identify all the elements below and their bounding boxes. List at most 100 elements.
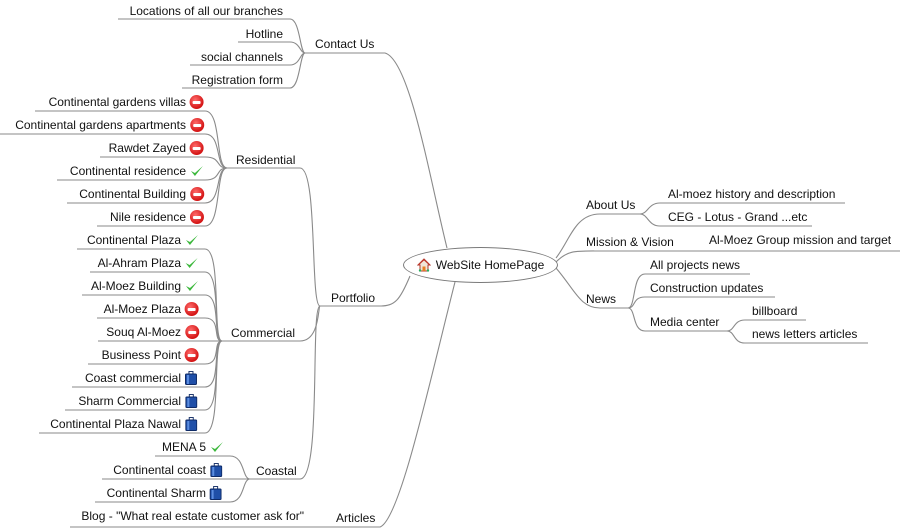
node-label: Business Point <box>101 348 181 362</box>
check-icon <box>185 279 199 293</box>
node-label: Continental Building <box>79 187 186 201</box>
node-residential-child[interactable]: Continental gardens apartments <box>15 118 204 132</box>
node-label: Coast commercial <box>84 371 181 385</box>
connector <box>182 52 306 89</box>
no-entry-icon <box>185 325 199 339</box>
connector <box>35 110 228 169</box>
connector <box>97 317 223 342</box>
node-commercial-child[interactable]: Souq Al-Moez <box>106 325 199 339</box>
node-label: Contact Us <box>315 37 375 51</box>
node-residential-child[interactable]: Continental residence <box>70 164 204 178</box>
node-about-child[interactable]: Al-moez history and description <box>668 187 835 201</box>
node-about-us[interactable]: About Us <box>586 198 635 212</box>
node-media-center[interactable]: Media center <box>650 315 719 329</box>
connector <box>100 156 228 169</box>
connector <box>627 307 727 332</box>
no-entry-icon <box>190 141 204 155</box>
node-label: Registration form <box>191 73 283 87</box>
node-label: Continental Sharm <box>106 486 206 500</box>
node-contact-us[interactable]: Contact Us <box>315 37 374 51</box>
node-commercial-child[interactable]: Al-Moez Building <box>91 279 199 293</box>
connector <box>250 305 321 480</box>
briefcase-icon <box>185 394 197 408</box>
node-articles[interactable]: Articles <box>336 511 375 525</box>
connector <box>726 330 868 344</box>
node-label: Blog - "What real estate customer ask fo… <box>81 509 304 523</box>
node-articles-child[interactable]: Blog - "What real estate customer ask fo… <box>81 509 304 523</box>
node-contact-child[interactable]: Hotline <box>246 27 283 41</box>
no-entry-icon <box>190 210 204 224</box>
node-news-child[interactable]: All projects news <box>650 258 740 272</box>
connector <box>639 202 845 215</box>
node-label: Construction updates <box>650 281 764 295</box>
connector <box>97 167 228 227</box>
node-label: Al-Ahram Plaza <box>97 256 181 270</box>
node-label: billboard <box>752 304 798 318</box>
node-mission-vision[interactable]: Mission & Vision <box>586 235 674 249</box>
node-label: Al-Moez Building <box>90 279 181 293</box>
node-coastal-child[interactable]: MENA 5 <box>162 440 224 454</box>
node-label: Nile residence <box>109 210 186 224</box>
node-commercial-child[interactable]: Business Point <box>102 348 199 362</box>
node-residential-child[interactable]: Continental gardens villas <box>49 95 204 109</box>
node-commercial-child[interactable]: Al-Ahram Plaza <box>98 256 199 270</box>
no-entry-icon <box>185 348 199 362</box>
node-commercial-child[interactable]: Continental Plaza <box>87 233 199 247</box>
node-about-child[interactable]: CEG - Lotus - Grand ...etc <box>668 210 807 224</box>
node-commercial-child[interactable]: Coast commercial <box>85 371 197 385</box>
node-contact-child[interactable]: Registration form <box>192 73 283 87</box>
node-media-child[interactable]: news letters articles <box>752 327 857 341</box>
node-label: Rawdet Zayed <box>108 141 186 155</box>
node-residential[interactable]: Residential <box>236 153 295 167</box>
node-label: Residential <box>236 153 296 167</box>
no-entry-icon <box>190 187 204 201</box>
node-label: All projects news <box>650 258 741 272</box>
connector <box>555 213 640 259</box>
node-commercial-child[interactable]: Sharm Commercial <box>78 394 197 408</box>
node-label: Continental coast <box>113 463 206 477</box>
node-commercial[interactable]: Commercial <box>231 326 295 340</box>
node-mission-child[interactable]: Al-Moez Group mission and target <box>709 233 891 247</box>
node-coastal-child[interactable]: Continental coast <box>113 463 222 477</box>
node-commercial-child[interactable]: Al-Moez Plaza <box>104 302 199 316</box>
node-coastal[interactable]: Coastal <box>256 464 297 478</box>
connector <box>726 319 806 332</box>
connector-root-articles <box>320 281 456 528</box>
connector <box>555 267 628 309</box>
root-node[interactable]: WebSite HomePage <box>403 247 558 283</box>
node-label: Continental residence <box>69 164 186 178</box>
check-icon <box>190 164 204 178</box>
node-news-child[interactable]: Construction updates <box>650 281 763 295</box>
briefcase-icon <box>185 371 197 385</box>
node-label: Continental Plaza <box>86 233 181 247</box>
node-label: Media center <box>650 315 720 329</box>
node-residential-child[interactable]: Rawdet Zayed <box>109 141 204 155</box>
node-label: Mission & Vision <box>586 235 674 249</box>
connector <box>227 167 321 307</box>
node-commercial-child[interactable]: Continental Plaza Nawal <box>50 417 197 431</box>
connector <box>190 52 306 66</box>
node-contact-child[interactable]: social channels <box>201 50 283 64</box>
node-label: News <box>586 292 617 306</box>
node-coastal-child[interactable]: Continental Sharm <box>107 486 222 500</box>
node-news[interactable]: News <box>586 292 616 306</box>
check-icon <box>185 256 199 270</box>
node-label: Al-Moez Group mission and target <box>709 233 892 247</box>
node-residential-child[interactable]: Continental Building <box>79 187 204 201</box>
check-icon <box>185 233 199 247</box>
node-portfolio[interactable]: Portfolio <box>331 291 375 305</box>
node-media-child[interactable]: billboard <box>752 304 797 318</box>
node-label: Articles <box>336 511 376 525</box>
briefcase-icon <box>210 486 222 500</box>
connector <box>627 273 750 309</box>
node-label: Hotline <box>245 27 283 41</box>
node-label: MENA 5 <box>161 440 206 454</box>
briefcase-icon <box>210 463 222 477</box>
node-label: Al-moez history and description <box>668 187 836 201</box>
no-entry-icon <box>190 118 204 132</box>
connector-root-contact <box>305 52 448 249</box>
node-residential-child[interactable]: Nile residence <box>110 210 204 224</box>
node-contact-child[interactable]: Locations of all our branches <box>130 4 283 18</box>
node-label: Continental Plaza Nawal <box>50 417 181 431</box>
